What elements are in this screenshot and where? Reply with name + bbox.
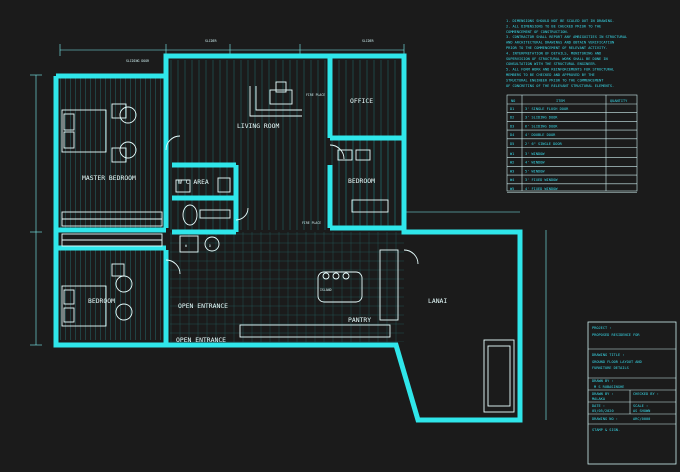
dimension-lines: SLIDER SLIDER — [30, 39, 547, 420]
title-block: PROJECT : PROPOSED RESIDENCE FOR DRAWING… — [587, 321, 677, 465]
schedule-row-no: W3 — [510, 169, 514, 173]
tb-checked-by-label: CHECKED BY : — [633, 392, 659, 396]
bedroom-right-bed — [337, 149, 389, 213]
room-label-wc-area: W C AREA — [178, 178, 209, 186]
lanai-bar — [483, 339, 515, 413]
note-line: PRIOR TO THE COMMENCEMENT OF RELEVANT AC… — [506, 46, 608, 50]
tb-stamp-label: STAMP & SIGN. — [592, 428, 620, 432]
tb-drawing-title-label: DRAWING TITLE : — [592, 353, 624, 357]
walls — [53, 53, 523, 423]
schedule-row-no: W1 — [510, 152, 514, 156]
room-label-open-entrance-1: OPEN ENTRANCE — [178, 302, 228, 310]
room-label-bedroom-right: BEDROOM — [348, 177, 375, 185]
tb-drawing-title-value-1: GROUND FLOOR LAYOUT AND — [592, 360, 642, 364]
note-line: CONSULTATION WITH THE STRUCTURAL ENGINEE… — [506, 62, 597, 66]
living-sofa — [249, 81, 302, 117]
tb-drawn-by-2-label: DRAWN BY : — [592, 392, 614, 396]
room-label-open-entrance-2: OPEN ENTRANCE — [176, 336, 226, 344]
schedule-header-quantity: QUANTITY — [610, 99, 628, 103]
schedule-row-item: 4' DOUBLE DOOR — [525, 133, 556, 137]
schedule-row-no: D5 — [510, 142, 514, 146]
note-line: COMMENCEMENT OF CONSTRUCTION. — [506, 30, 569, 34]
schedule-row-item: 5' WINDOW — [525, 169, 545, 173]
schedule-header-no: NO — [511, 99, 515, 103]
room-label-pantry: PANTRY — [348, 316, 371, 324]
schedule-row-item: 6' SLIDING DOOR — [525, 124, 558, 128]
tb-project-label: PROJECT : — [592, 326, 611, 330]
note-line: 2. ALL DIMENSIONS TO BE CHECKED PRIOR TO… — [506, 24, 601, 28]
dim-label-slider-1: SLIDER — [205, 39, 217, 43]
note-line: MEMBERS TO BE CHECKED AND APPROVED BY TH… — [506, 73, 595, 77]
room-label-living-room: LIVING ROOM — [237, 122, 279, 130]
room-label-bedroom-left: BEDROOM — [88, 297, 115, 305]
room-label-master-bedroom: MASTER BEDROOM — [82, 174, 136, 182]
bedroom-left-bed — [61, 263, 133, 327]
tb-project-value: PROPOSED RESIDENCE FOR — [592, 333, 640, 337]
room-label-office: OFFICE — [350, 97, 373, 105]
note-line: 1. DIMENSIONS SHOULD NOT BE SCALED OUT I… — [506, 19, 614, 23]
tb-scale-label: SCALE : — [633, 404, 648, 408]
note-line: 4. INTERPRETATION OF DETAILS, MONITORING… — [506, 51, 601, 55]
tb-date-label: DATE : — [592, 404, 605, 408]
schedule-row-no: W5 — [510, 187, 514, 191]
note-line: 5. ALL FORM WORK AND REINFORCEMENTS FOR … — [506, 68, 614, 72]
schedule-header-item: ITEM — [556, 99, 565, 103]
schedule-row-no: D2 — [510, 116, 514, 120]
schedule-row-no: D3 — [510, 124, 514, 128]
wc-fixtures — [175, 177, 231, 253]
tb-drawing-title-value-2: FURNITURE DETAILS — [592, 366, 629, 370]
note-line: OF CONCRETING OF THE RELEVANT STRUCTURAL… — [506, 84, 614, 88]
schedule-row-no: W2 — [510, 161, 514, 165]
closets — [61, 211, 163, 247]
note-line: 3. CONTRACTOR SHALL REPORT ANY AMBIGUITI… — [506, 35, 627, 39]
tag-fire-place-1: FIRE PLACE — [306, 93, 325, 97]
tag-d: D — [209, 244, 211, 248]
tb-drawn-by-label: DRAWN BY : — [592, 379, 614, 383]
bedroom-right-floor — [334, 140, 396, 225]
master-bed — [61, 103, 137, 163]
tb-drawn-by-2-value: MALAKA — [592, 397, 606, 401]
note-line: SUPERVISION OF STRUCTURAL WORK SHALL BE … — [506, 57, 608, 61]
entrance-floor — [170, 232, 404, 342]
kitchen-island — [239, 249, 399, 338]
tag-sliding-door: SLIDING DOOR — [126, 59, 149, 63]
schedule-row-item: 3' WINDOW — [525, 152, 545, 156]
tb-scale-value: AS SHOWN — [633, 409, 650, 413]
dim-label-slider-2: SLIDER — [362, 39, 374, 43]
schedule-row-item: 2' 6" SINGLE DOOR — [525, 142, 563, 146]
schedule-row-no: D4 — [510, 133, 514, 137]
door-swings — [165, 135, 419, 275]
schedule-row-item: 4' FIXED WINDOW — [525, 187, 558, 191]
general-notes: 1. DIMENSIONS SHOULD NOT BE SCALED OUT I… — [506, 19, 627, 88]
schedule-row-item: 4' WINDOW — [525, 161, 545, 165]
note-line: STRUCTURAL ENGINEER PRIOR TO THE COMMENC… — [506, 78, 604, 82]
schedule-row-no: D1 — [510, 107, 514, 111]
tag-w: W — [185, 244, 187, 248]
door-window-schedule: NO ITEM QUANTITY D1 3' SINGLE FLUSH DOOR D… — [506, 94, 638, 193]
schedule-row-no: W4 — [510, 178, 514, 182]
tb-date-value: 05/05/2020 — [592, 409, 614, 413]
tb-drawing-no-label: DRAWING NO : — [592, 417, 618, 421]
note-line: AND ARCHITECTURAL DRAWINGS AND OBTAIN VE… — [506, 41, 614, 45]
room-label-lanai: LANAI — [428, 297, 447, 305]
schedule-row-item: 3' SLIDING DOOR — [525, 116, 558, 120]
tb-drawing-no-value: ARC/0000 — [633, 417, 650, 421]
tb-drawn-by-value: M S RUBASINGHE — [594, 385, 624, 389]
room-label-island: ISLAND — [320, 288, 332, 292]
tag-fire-place-2: FIRE PLACE — [302, 221, 321, 225]
schedule-row-item: 3' FIXED WINDOW — [525, 178, 558, 182]
schedule-row-item: 3' SINGLE FLUSH DOOR — [525, 107, 569, 111]
